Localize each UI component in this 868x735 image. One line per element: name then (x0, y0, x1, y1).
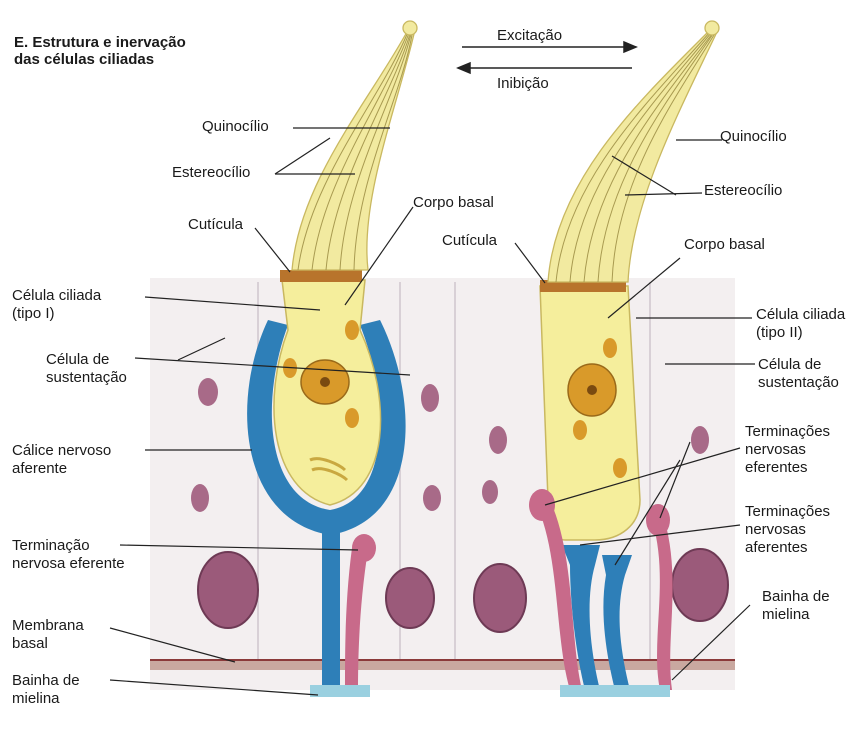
label-quinocilio-left: Quinocílio (202, 118, 269, 136)
label-estereocilio-right: Estereocílio (704, 182, 782, 200)
label-celula-ciliada-left: Célula ciliada (tipo I) (12, 287, 101, 323)
support-nucleus (386, 568, 434, 628)
label-celula-ciliada-right: Célula ciliada (tipo II) (756, 306, 845, 342)
label-corpo-basal-left: Corpo basal (413, 194, 494, 212)
label-bainha-left: Bainha de mielina (12, 672, 80, 708)
efferent-ending-right (529, 489, 555, 521)
efferent-ending-left (352, 534, 376, 562)
support-nucleus (474, 564, 526, 632)
label-corpo-basal-right: Corpo basal (684, 236, 765, 254)
label-cuticula-right: Cutícula (442, 232, 497, 250)
label-estereocilio-left: Estereocílio (172, 164, 250, 182)
support-vesicle (191, 484, 209, 512)
label-terminacoes-eferentes: Terminações nervosas eferentes (745, 423, 830, 477)
cuticle (280, 270, 362, 282)
support-nucleus (672, 549, 728, 621)
label-cuticula-left: Cutícula (188, 216, 243, 234)
inhibition-label: Inibição (497, 75, 549, 93)
afferent-nerve-left (322, 520, 340, 690)
kinocilium-tip (403, 21, 417, 35)
stereocilia-bundle-left (292, 30, 414, 270)
supporting-tissue (150, 278, 735, 690)
support-vesicle (198, 378, 218, 406)
support-vesicle (421, 384, 439, 412)
inhibition-arrow (458, 63, 632, 73)
support-vesicle (423, 485, 441, 511)
excitation-label: Excitação (497, 27, 562, 45)
support-vesicle (489, 426, 507, 454)
label-membrana-basal: Membrana basal (12, 617, 84, 653)
label-celula-sustentacao-left: Célula de sustentação (46, 351, 127, 387)
label-terminacoes-aferentes: Terminações nervosas aferentes (745, 503, 830, 557)
label-celula-sustentacao-right: Célula de sustentação (758, 356, 839, 392)
kinocilium-tip (705, 21, 719, 35)
basal-membrane (150, 660, 735, 670)
support-vesicle (691, 426, 709, 454)
figure-title: E. Estrutura e inervação das células cil… (14, 34, 186, 68)
label-calice: Cálice nervoso aferente (12, 442, 111, 478)
support-vesicle (482, 480, 498, 504)
label-terminacao-eferente: Terminação nervosa eferente (12, 537, 125, 573)
support-nucleus (198, 552, 258, 628)
label-bainha-right: Bainha de mielina (762, 588, 830, 624)
label-quinocilio-right: Quinocílio (720, 128, 787, 146)
